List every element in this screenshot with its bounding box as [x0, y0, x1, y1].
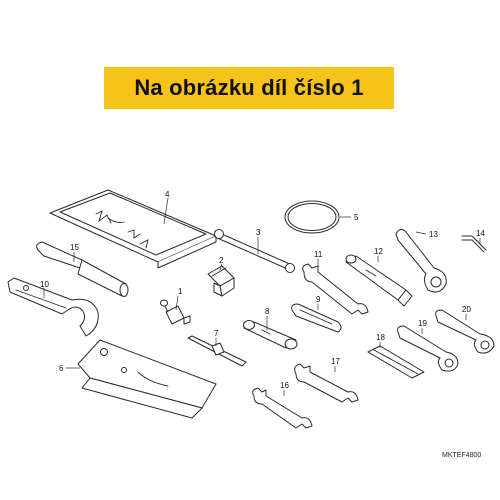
callout-2: 2 [219, 256, 224, 265]
part-5-icon [284, 200, 340, 234]
diagram-code: MKTEF4800 [442, 452, 482, 459]
callout-18: 18 [376, 333, 385, 342]
part-8-icon [243, 320, 298, 350]
callout-8: 8 [265, 307, 270, 316]
callout-10: 10 [40, 280, 49, 289]
part-3-icon [214, 229, 295, 273]
callout-19: 19 [418, 319, 427, 328]
callout-6: 6 [59, 364, 64, 373]
callout-4: 4 [165, 190, 170, 199]
callout-13: 13 [429, 230, 438, 239]
part-14-icon [461, 235, 487, 253]
callout-9: 9 [316, 295, 321, 304]
callout-15: 15 [70, 243, 79, 252]
part-7-icon [187, 335, 247, 367]
part-16-icon [252, 387, 313, 429]
part-20-icon [435, 309, 495, 354]
banner-text: Na obrázku díl číslo 1 [134, 75, 364, 100]
callout-16: 16 [280, 381, 289, 390]
leader-lines [43, 197, 481, 396]
part-13-icon [395, 228, 447, 293]
part-18-icon [367, 345, 425, 379]
callout-numbers: 1 2 3 4 5 6 7 8 9 10 11 12 13 14 15 16 1… [40, 190, 485, 390]
part-number-banner: Na obrázku díl číslo 1 [104, 67, 394, 109]
part-17-icon [294, 363, 359, 403]
callout-7: 7 [214, 329, 219, 338]
part-6-icon [77, 339, 217, 419]
part-19-icon [397, 325, 459, 372]
part-15-icon [36, 241, 129, 297]
callout-20: 20 [462, 305, 471, 314]
part-11-icon [302, 263, 369, 315]
callout-1: 1 [178, 287, 183, 296]
callout-14: 14 [476, 229, 485, 238]
callout-5: 5 [354, 213, 359, 222]
part-2-icon [207, 265, 235, 297]
callout-17: 17 [331, 357, 340, 366]
part-9-icon [291, 303, 342, 333]
callout-3: 3 [256, 228, 261, 237]
part-1-icon [160, 299, 191, 325]
part-4-icon [49, 189, 217, 269]
part-12-icon [345, 254, 413, 307]
callout-12: 12 [374, 247, 383, 256]
part-10-icon [7, 277, 99, 337]
callout-11: 11 [314, 250, 323, 259]
